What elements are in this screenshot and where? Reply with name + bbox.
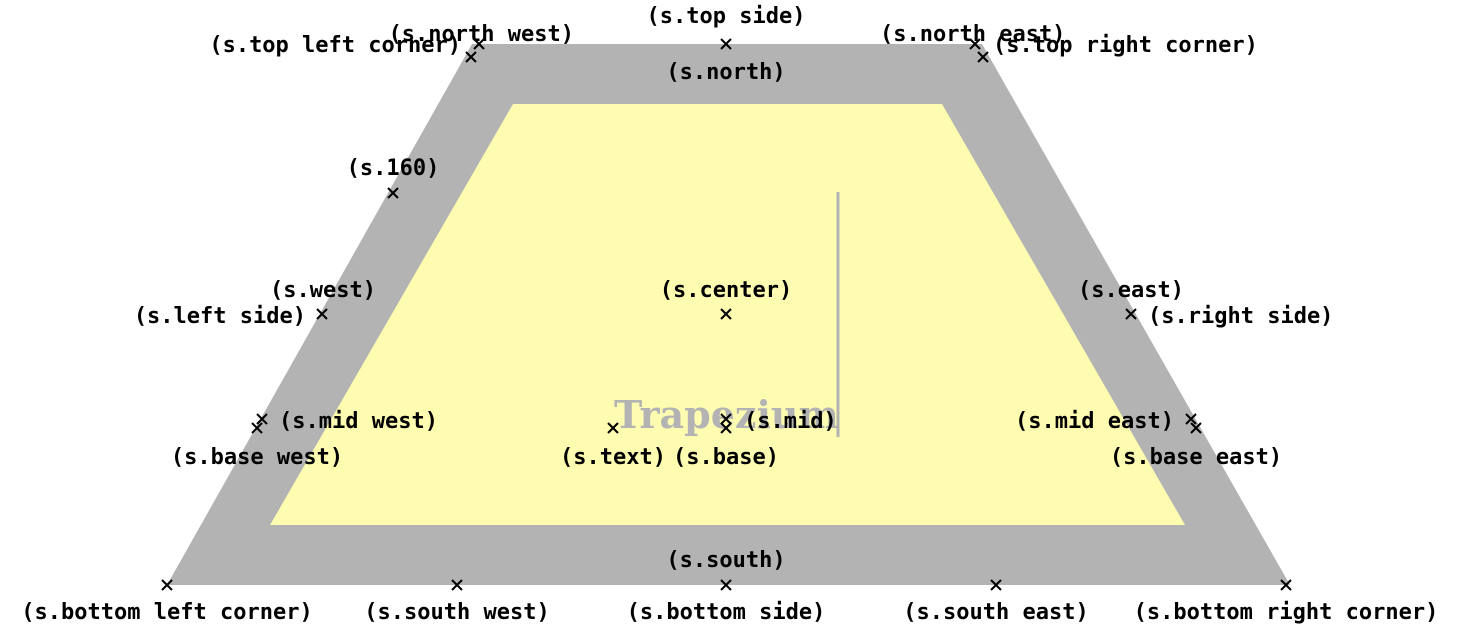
label-base-east: (s.base east) [1110,445,1282,470]
label-center: (s.center) [660,278,792,303]
label-top-right-corner: (s.top right corner) [993,33,1258,58]
label-east: (s.east) [1078,278,1184,303]
label-bottom-left-corner: (s.bottom left corner) [21,600,312,625]
anchor-markers [161,38,1292,591]
marker-east [1125,308,1137,320]
label-left-side: (s.left side) [134,304,306,329]
label-right-side: (s.right side) [1148,304,1333,329]
label-base: (s.base) [673,445,779,470]
marker-bottom-side [720,579,732,591]
marker-west [316,308,328,320]
marker-text [607,422,619,434]
marker-mid-east [1185,413,1197,425]
anchor-labels: (s.top side) (s.north west) (s.north eas… [21,4,1438,625]
label-south-west: (s.south west) [364,600,549,625]
marker-base-west [251,422,263,434]
label-north: (s.north) [666,60,785,85]
label-bottom-right-corner: (s.bottom right corner) [1134,600,1439,625]
label-west: (s.west) [270,278,376,303]
marker-top-left-corner [465,51,477,63]
label-mid-west: (s.mid west) [279,409,438,434]
marker-north-west [473,38,485,50]
marker-top-side [720,38,732,50]
marker-bottom-right-corner [1280,579,1292,591]
marker-north-east [969,38,981,50]
marker-bottom-left-corner [161,579,173,591]
label-top-side: (s.top side) [647,4,806,29]
marker-base [720,422,732,434]
label-north-east: (s.north east) [880,22,1065,47]
label-mid: (s.mid) [744,409,837,434]
label-north-west: (s.north west) [389,22,574,47]
label-base-west: (s.base west) [171,445,343,470]
marker-160 [387,187,399,199]
marker-mid-west [256,413,268,425]
marker-center [720,308,732,320]
label-160: (s.160) [347,156,440,181]
label-top-left-corner: (s.top left corner) [209,33,461,58]
label-bottom-side: (s.bottom side) [627,600,826,625]
marker-base-east [1190,422,1202,434]
label-south-east: (s.south east) [903,600,1088,625]
marker-south-west [451,579,463,591]
label-text: (s.text) [560,445,666,470]
label-south: (s.south) [666,548,785,573]
marker-south-east [990,579,1002,591]
label-mid-east: (s.mid east) [1015,409,1174,434]
marker-top-right-corner [977,51,989,63]
marker-mid [720,413,732,425]
